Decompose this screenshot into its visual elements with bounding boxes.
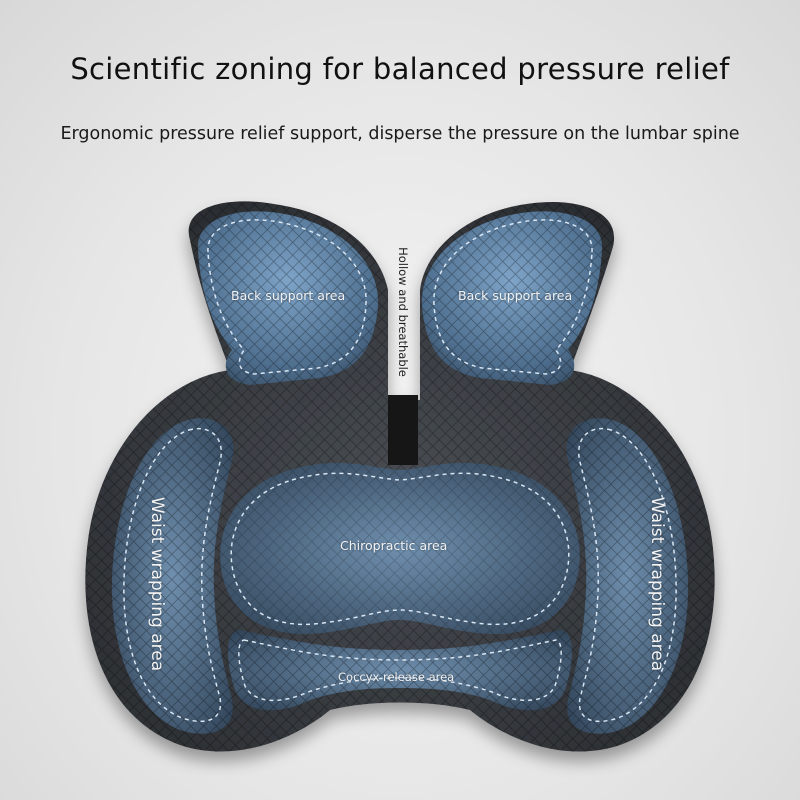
back-support-left-label: Back support area [231, 288, 346, 303]
coccyx-release-zone [228, 630, 572, 711]
coccyx-release-label: Coccyx release area [338, 670, 455, 684]
back-support-right-zone [421, 211, 603, 385]
waist-wrapping-left-label: Waist wrapping area [147, 496, 167, 672]
waist-wrapping-left-zone [111, 418, 234, 734]
back-support-left-zone [197, 211, 379, 385]
waist-wrapping-right-label: Waist wrapping area [647, 496, 667, 672]
page-title: Scientific zoning for balanced pressure … [70, 52, 730, 86]
waist-wrapping-right-zone [566, 418, 689, 734]
back-support-right-label: Back support area [458, 288, 573, 303]
chiropractic-zone [220, 462, 580, 635]
chiropractic-label: Chiropractic area [340, 538, 448, 553]
page-subtitle: Ergonomic pressure relief support, dispe… [60, 124, 740, 144]
hollow-breathable-label: Hollow and breathable [396, 247, 410, 377]
